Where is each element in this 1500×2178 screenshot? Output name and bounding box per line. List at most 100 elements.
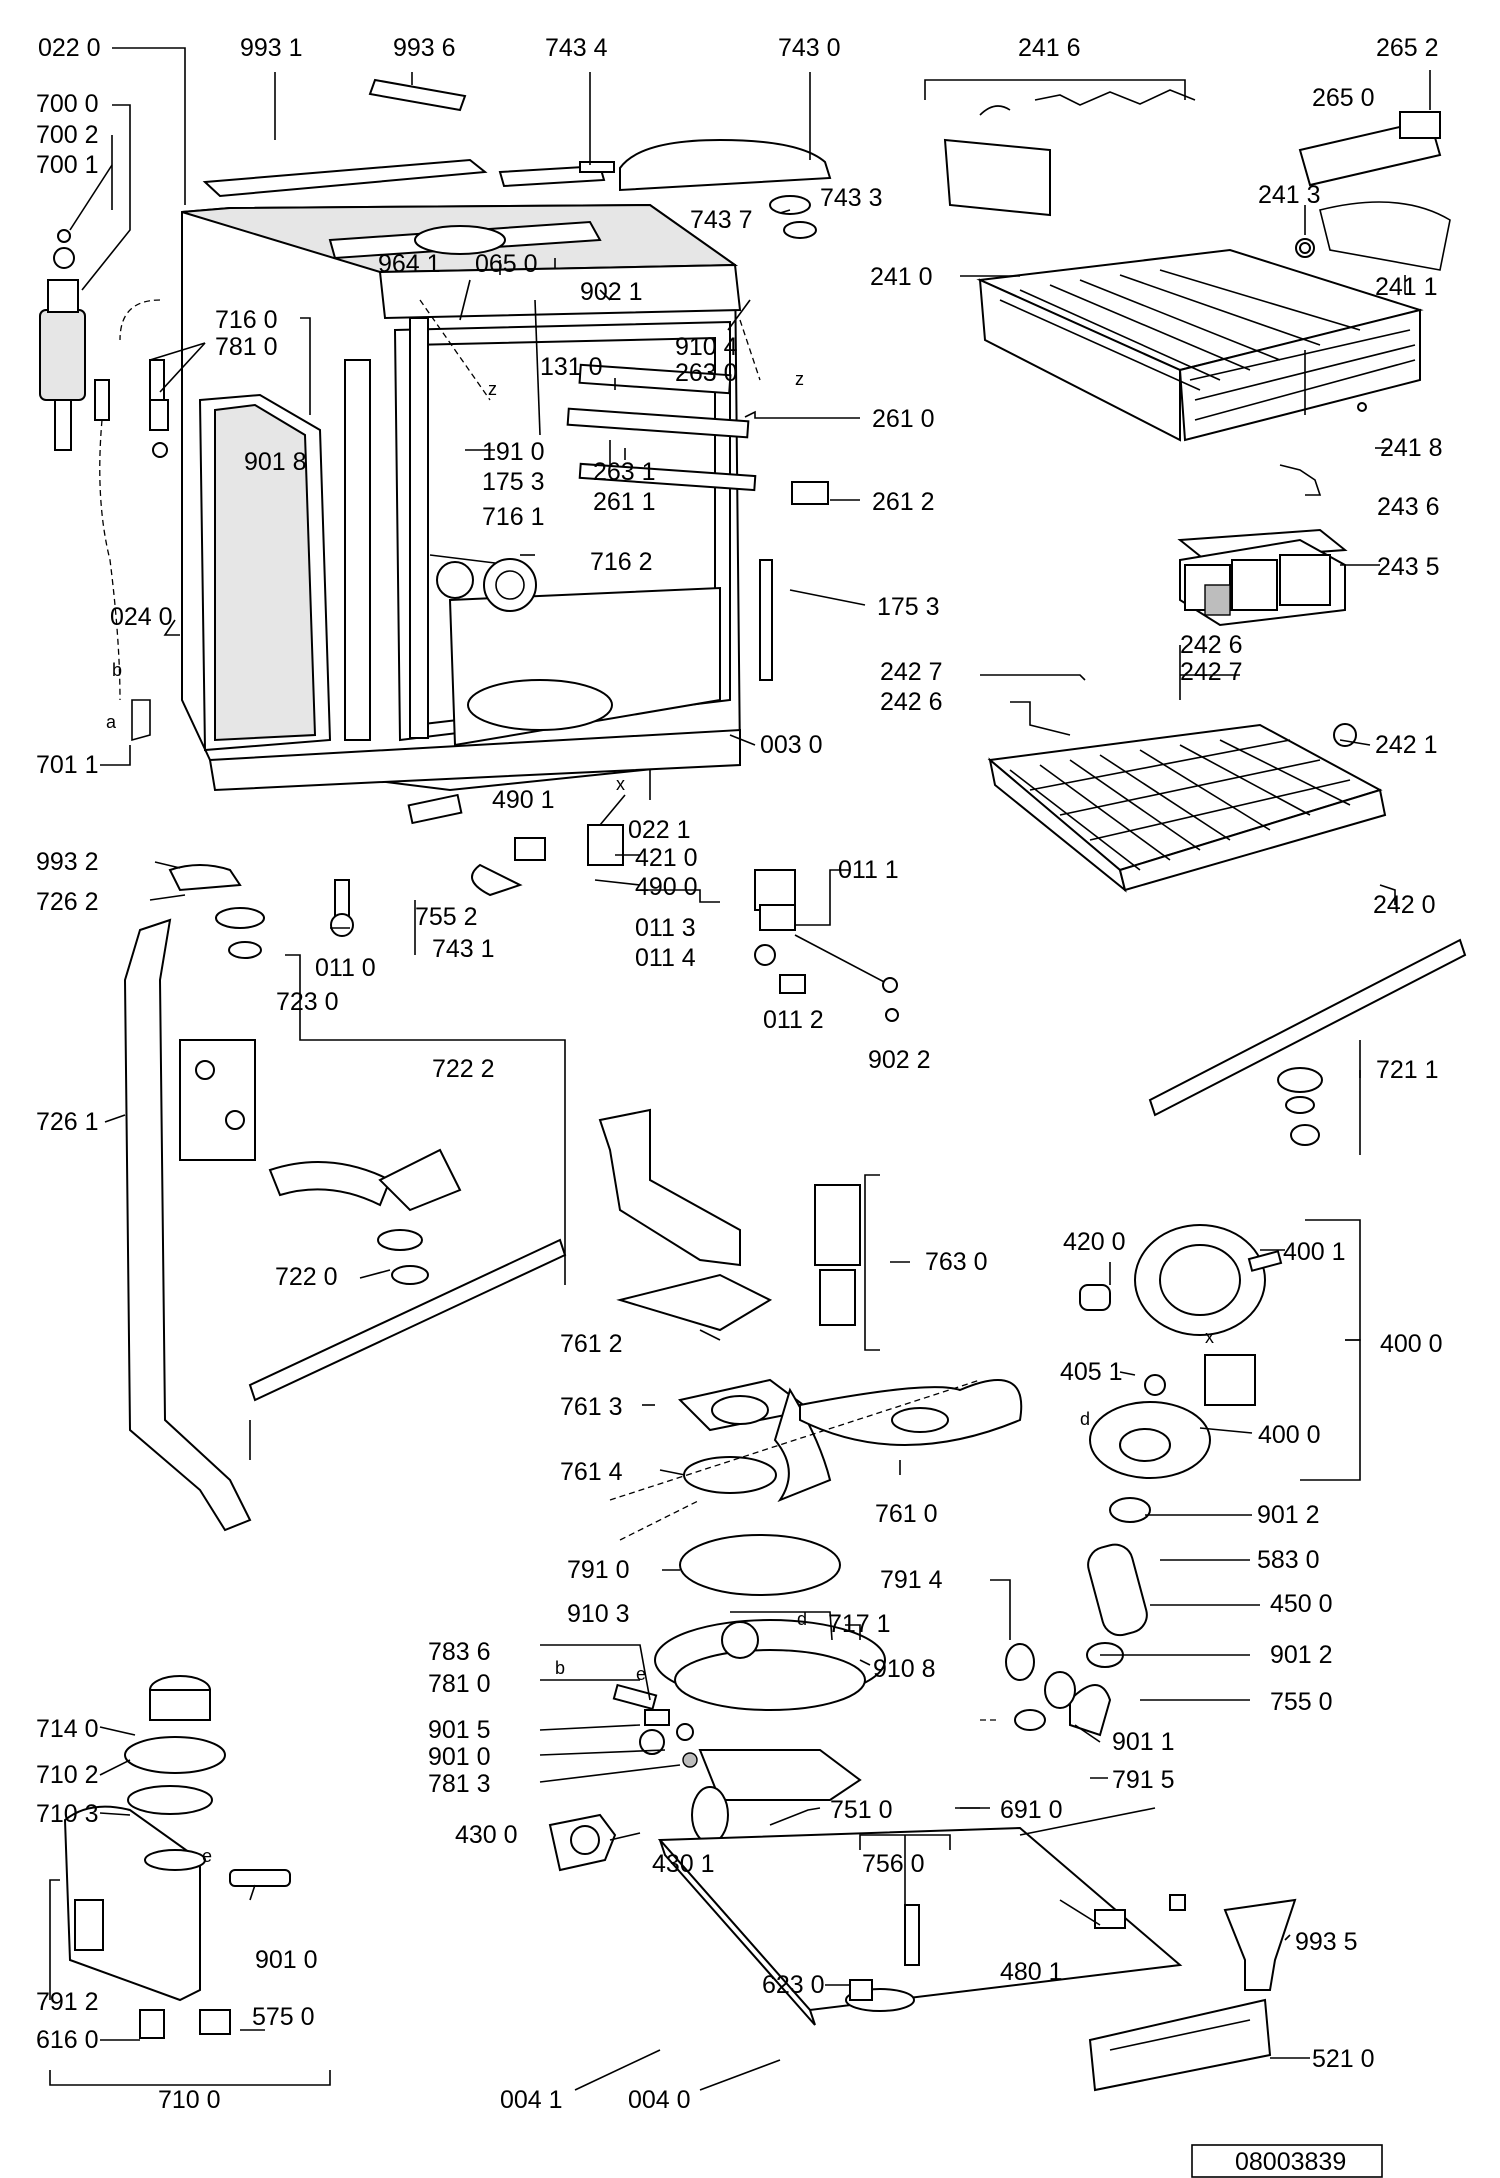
part-label: 993 5 xyxy=(1295,1928,1358,1956)
part-label: 241 8 xyxy=(1380,434,1443,462)
part-label: 175 3 xyxy=(877,593,940,621)
part-label: 751 0 xyxy=(830,1796,893,1824)
part-label: 993 2 xyxy=(36,848,99,876)
part-label: 261 2 xyxy=(872,488,935,516)
part-label: 710 2 xyxy=(36,1761,99,1789)
part-label: 242 6 xyxy=(880,688,943,716)
part-label: 743 1 xyxy=(432,935,495,963)
upper-basket xyxy=(976,248,1424,442)
part-label: 761 4 xyxy=(560,1458,623,1486)
part-label: 761 3 xyxy=(560,1393,623,1421)
letter-e: e xyxy=(636,1664,646,1684)
part-label: 717 1 xyxy=(828,1610,891,1638)
document-number-box xyxy=(1191,2144,1383,2178)
upper-spray-arm xyxy=(1148,938,1467,1146)
part-labels: 022 0 993 1 993 6 743 4 743 0 241 6 265 … xyxy=(36,34,1443,2176)
part-label: 265 2 xyxy=(1376,34,1439,62)
letter-x: x xyxy=(616,774,625,794)
part-label: 791 0 xyxy=(567,1556,630,1584)
part-label: 721 1 xyxy=(1376,1056,1439,1084)
part-label: 700 0 xyxy=(36,90,99,118)
part-label: 755 0 xyxy=(1270,1688,1333,1716)
part-label: 191 0 xyxy=(482,438,545,466)
letter-e-2: e xyxy=(202,1846,212,1866)
part-label: 910 3 xyxy=(567,1600,630,1628)
upper-rack-accessories xyxy=(943,89,1451,271)
part-label: 175 3 xyxy=(482,468,545,496)
part-label: 722 0 xyxy=(275,1263,338,1291)
part-label: 261 1 xyxy=(593,488,656,516)
misc-small-parts xyxy=(168,242,1367,1022)
letter-x-2: x xyxy=(1205,1327,1214,1347)
part-label: 723 0 xyxy=(276,988,339,1016)
part-label: 400 0 xyxy=(1380,1330,1443,1358)
part-label: 490 0 xyxy=(635,873,698,901)
part-label: 902 1 xyxy=(580,278,643,306)
part-label: 011 4 xyxy=(635,944,696,972)
part-label: 743 3 xyxy=(820,184,883,212)
part-label: 011 3 xyxy=(635,914,696,942)
circulation-pump xyxy=(1005,1224,1283,1737)
part-label: 783 6 xyxy=(428,1638,491,1666)
part-label: 710 0 xyxy=(158,2086,221,2114)
part-label: 521 0 xyxy=(1312,2045,1375,2073)
part-label: 726 2 xyxy=(36,888,99,916)
part-label: 616 0 xyxy=(36,2026,99,2054)
part-label: 011 0 xyxy=(315,954,376,982)
part-label: 761 2 xyxy=(560,1330,623,1358)
top-cover-743 xyxy=(579,138,832,239)
part-label: 623 0 xyxy=(762,1971,825,1999)
part-label: 405 1 xyxy=(1060,1358,1123,1386)
supply-duct xyxy=(123,907,265,1532)
part-label: 263 1 xyxy=(593,458,656,486)
part-label: 430 1 xyxy=(652,1850,715,1878)
part-label: 901 8 xyxy=(244,448,307,476)
part-label: 263 0 xyxy=(675,359,738,387)
letter-a: a xyxy=(106,712,117,732)
letter-z: z xyxy=(488,379,497,399)
letter-z-2: z xyxy=(795,369,804,389)
part-label: 241 0 xyxy=(870,263,933,291)
part-label: 022 1 xyxy=(628,816,691,844)
part-label: 791 2 xyxy=(36,1988,99,2016)
lower-spray-arm xyxy=(248,1148,567,1402)
cabinet-tub-assembly xyxy=(181,203,829,792)
part-label: 024 0 xyxy=(110,603,173,631)
part-label: 710 3 xyxy=(36,1800,99,1828)
part-label: 022 0 xyxy=(38,34,101,62)
part-label: 716 2 xyxy=(590,548,653,576)
part-label: 131 0 xyxy=(540,353,603,381)
part-label: 065 0 xyxy=(475,250,538,278)
part-label: 242 1 xyxy=(1375,731,1438,759)
water-inlet-hoses xyxy=(39,229,169,742)
part-label: 400 1 xyxy=(1283,1238,1346,1266)
part-label: 004 1 xyxy=(500,2086,563,2114)
letter-d-2: d xyxy=(797,1609,807,1629)
part-label: 003 0 xyxy=(760,731,823,759)
part-label: 901 0 xyxy=(428,1743,491,1771)
part-label: 241 3 xyxy=(1258,181,1321,209)
part-label: 901 2 xyxy=(1257,1501,1320,1529)
part-label: 716 0 xyxy=(215,306,278,334)
part-label: 480 1 xyxy=(1000,1958,1063,1986)
part-label: 700 2 xyxy=(36,121,99,149)
part-label: 241 1 xyxy=(1375,273,1438,301)
document-number: 08003839 xyxy=(1235,2148,1346,2176)
part-label: 691 0 xyxy=(1000,1796,1063,1824)
part-label: 743 4 xyxy=(545,34,608,62)
part-label: 901 0 xyxy=(255,1946,318,1974)
part-label: 241 6 xyxy=(1018,34,1081,62)
part-label: 242 7 xyxy=(1180,658,1243,686)
part-label: 910 4 xyxy=(675,333,738,361)
reference-letters: a b z z x x d d e e b xyxy=(106,369,1214,1866)
part-label: 901 2 xyxy=(1270,1641,1333,1669)
part-label: 722 2 xyxy=(432,1055,495,1083)
part-label: 583 0 xyxy=(1257,1546,1320,1574)
part-label: 420 0 xyxy=(1063,1228,1126,1256)
part-label: 242 0 xyxy=(1373,891,1436,919)
part-label: 781 3 xyxy=(428,1770,491,1798)
cutlery-basket xyxy=(1177,528,1348,627)
part-label: 400 0 xyxy=(1258,1421,1321,1449)
